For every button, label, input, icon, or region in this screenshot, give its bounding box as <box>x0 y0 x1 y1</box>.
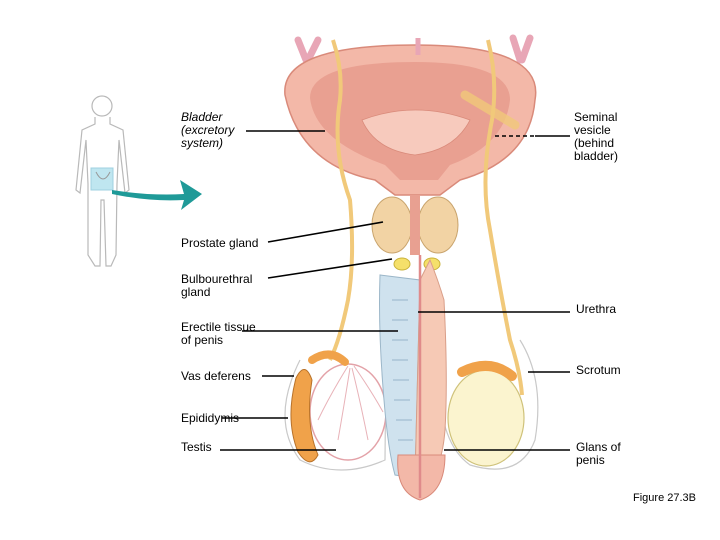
bulbourethral-left <box>393 257 411 271</box>
label-seminal-vesicle: Seminal vesicle (behind bladder) <box>574 110 619 163</box>
testis-right <box>447 369 525 467</box>
label-testis: Testis <box>181 440 212 454</box>
label-bladder: Bladder (excretory system) <box>181 110 235 150</box>
label-epididymis: Epididymis <box>181 411 240 425</box>
epididymis-head-left <box>308 350 349 366</box>
glans <box>397 454 446 501</box>
vas-deferens-right <box>483 39 524 396</box>
prostate-right <box>417 196 459 254</box>
label-scrotum: Scrotum <box>576 363 621 377</box>
pointer-arrow-icon <box>112 180 202 210</box>
ureter-left <box>294 36 322 64</box>
figure-caption: Figure 27.3B <box>633 492 696 504</box>
seminal-vesicle-shape <box>460 90 520 130</box>
label-glans: Glans of penis <box>576 440 621 467</box>
label-urethra: Urethra <box>576 302 617 316</box>
prostatic-urethra <box>410 195 420 255</box>
ureter-right <box>509 34 534 64</box>
locator-pelvis-icon <box>95 171 111 180</box>
testis-lobules <box>317 365 384 441</box>
label-vas-deferens: Vas deferens <box>181 369 251 383</box>
scrotum-left-outline <box>284 359 387 471</box>
leader-lines <box>220 130 570 451</box>
label-bulbourethral-gland: Bulbourethral gland <box>181 272 253 299</box>
epididymis-right <box>457 361 517 381</box>
epididymis-left <box>290 369 319 463</box>
label-prostate-gland: Prostate gland <box>181 236 259 250</box>
vas-deferens-left <box>328 39 355 361</box>
erectile-tissue-left <box>379 274 421 479</box>
bladder-trigone <box>361 109 471 156</box>
body-silhouette-icon <box>75 95 130 267</box>
label-erectile-tissue: Erectile tissue of penis <box>181 320 256 347</box>
prostate-left <box>371 196 413 254</box>
